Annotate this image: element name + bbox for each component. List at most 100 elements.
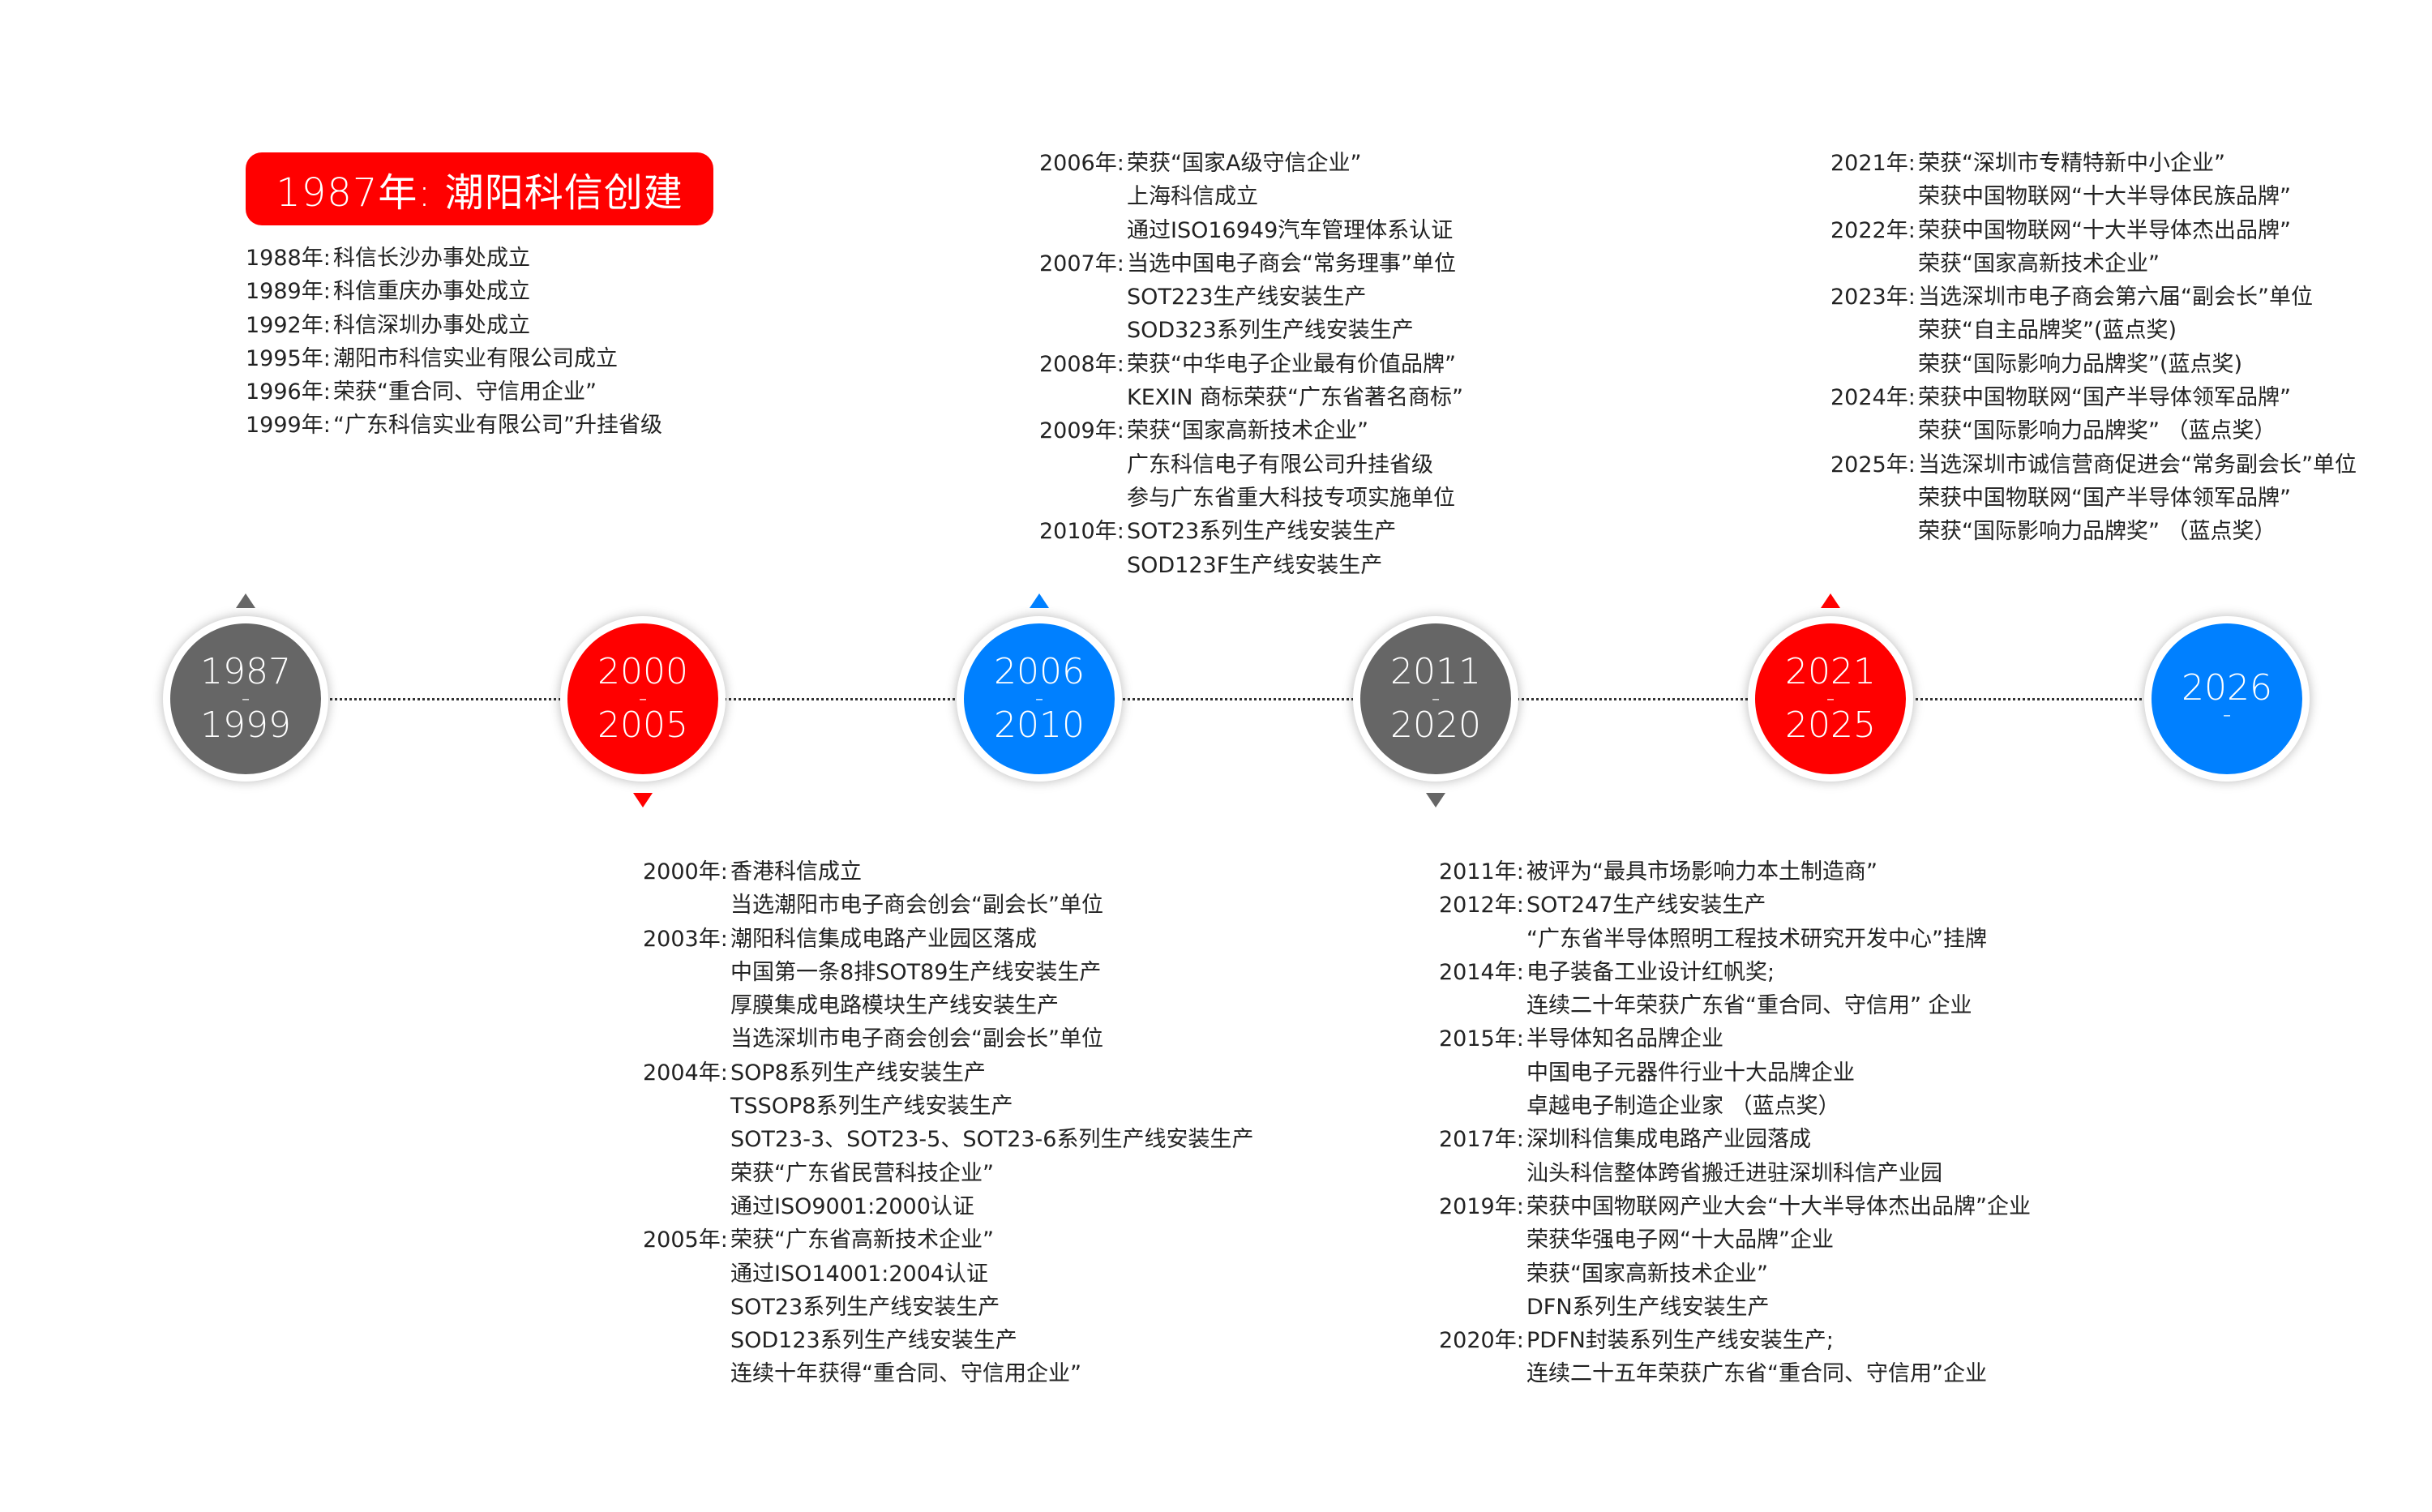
milestone-entry: 1995年: 潮阳市科信实业有限公司成立 bbox=[246, 342, 662, 375]
milestone-item: SOT223生产线安装生产 bbox=[1127, 285, 1367, 311]
milestone-item: 荣获中国物联网“国产半导体领军品牌” bbox=[1918, 485, 2291, 511]
milestone-item: 通过ISO16949汽车管理体系认证 bbox=[1127, 217, 1454, 243]
timeline-node-2006: 2006-2010 bbox=[957, 616, 1122, 782]
milestone-year: 2017年: bbox=[1439, 1127, 1524, 1153]
milestone-item: 汕头科信整体跨省搬迁进驻深圳科信产业园 bbox=[1526, 1160, 1942, 1186]
node-end-year: 1999 bbox=[200, 705, 291, 746]
milestone-year: 2004年: bbox=[643, 1060, 728, 1086]
milestone-item: SOP8系列生产线安装生产 bbox=[730, 1060, 986, 1086]
milestone-item: 当选深圳市电子商会创会“副会长”单位 bbox=[730, 1026, 1103, 1052]
milestone-item: 荣获“国际影响力品牌奖”(蓝点奖) bbox=[1918, 351, 2243, 377]
milestone-item: SOT247生产线安装生产 bbox=[1526, 893, 1766, 919]
milestone-item: 荣获“深圳市专精特新中小企业” bbox=[1918, 151, 2225, 176]
node-end-year: 2025 bbox=[1785, 705, 1876, 746]
milestone-year: 2003年: bbox=[643, 926, 728, 952]
milestone-item: SOD123F生产线安装生产 bbox=[1127, 552, 1383, 578]
milestone-item: 半导体知名品牌企业 bbox=[1526, 1026, 1723, 1052]
milestone-entry: 1996年: 荣获“重合同、守信用企业” bbox=[246, 375, 662, 409]
node-end-year: 2005 bbox=[597, 705, 688, 746]
milestone-item: SOD123系列生产线安装生产 bbox=[730, 1328, 1017, 1354]
milestone-year: 2011年: bbox=[1439, 859, 1524, 884]
milestone-year: 2009年: bbox=[1039, 418, 1124, 444]
milestone-item: 潮阳科信集成电路产业园区落成 bbox=[730, 926, 1037, 952]
node-separator: - bbox=[2222, 700, 2232, 729]
milestone-item: 荣获“国家高新技术企业” bbox=[1127, 418, 1368, 444]
milestone-entry: 2020年: PDFN封装系列生产线安装生产; 连续二十五年荣获广东省“重合同、守… bbox=[1439, 1324, 2031, 1391]
milestone-item: 荣获“国家高新技术企业” bbox=[1526, 1261, 1768, 1287]
triangle-down-icon bbox=[633, 793, 653, 807]
node-circle: 2021-2025 bbox=[1755, 623, 1906, 774]
milestone-entry: 2019年: 荣获中国物联网产业大会“十大半导体杰出品牌”企业荣获华强电子网“十… bbox=[1439, 1190, 2031, 1324]
milestone-entry: 2014年: 电子装备工业设计红帆奖;连续二十年荣获广东省“重合同、守信用” 企… bbox=[1439, 956, 2031, 1023]
milestone-entry: 2006年: 荣获“国家A级守信企业”上海科信成立通过ISO16949汽车管理体… bbox=[1039, 147, 1463, 247]
milestone-item: 连续二十年荣获广东省“重合同、守信用” 企业 bbox=[1526, 993, 1972, 1019]
milestone-year: 2006年: bbox=[1039, 151, 1124, 176]
milestone-item: 被评为“最具市场影响力本土制造商” bbox=[1526, 859, 1878, 884]
node-end-year: 2020 bbox=[1390, 705, 1481, 746]
milestone-item: 连续二十五年荣获广东省“重合同、守信用”企业 bbox=[1526, 1361, 1987, 1387]
node-start-year: 2006 bbox=[994, 651, 1085, 692]
milestone-year: 2010年: bbox=[1039, 519, 1124, 545]
milestone-entry: 1992年: 科信深圳办事处成立 bbox=[246, 309, 662, 342]
milestones-2011-2020: 2011年: 被评为“最具市场影响力本土制造商”2012年: SOT247生产线… bbox=[1439, 855, 2031, 1391]
milestone-item: 荣获“国家A级守信企业” bbox=[1127, 151, 1362, 176]
milestone-item: SOT23系列生产线安装生产 bbox=[730, 1294, 1000, 1320]
milestone-item: 荣获“广东省高新技术企业” bbox=[730, 1227, 994, 1253]
milestone-year: 2014年: bbox=[1439, 959, 1524, 985]
milestone-entry: 2003年: 潮阳科信集成电路产业园区落成中国第一条8排SOT89生产线安装生产… bbox=[643, 923, 1253, 1056]
milestone-item: 荣获“国际影响力品牌奖” （蓝点奖） bbox=[1918, 519, 2276, 545]
milestone-entry: 1999年: “广东科信实业有限公司”升挂省级 bbox=[246, 409, 662, 442]
node-end-year: 2010 bbox=[994, 705, 1085, 746]
node-separator: - bbox=[241, 684, 250, 713]
milestone-item: 荣获“自主品牌奖”(蓝点奖) bbox=[1918, 318, 2177, 344]
timeline-node-2011: 2011-2020 bbox=[1353, 616, 1518, 782]
node-start-year: 2011 bbox=[1390, 651, 1481, 692]
node-circle: 2006-2010 bbox=[964, 623, 1115, 774]
node-circle: 2026- bbox=[2152, 623, 2302, 774]
milestone-item: 通过ISO9001:2000认证 bbox=[730, 1193, 974, 1219]
milestone-year: 2007年: bbox=[1039, 251, 1124, 276]
milestone-year: 2020年: bbox=[1439, 1328, 1524, 1354]
node-separator: - bbox=[1826, 684, 1835, 713]
milestone-item: 荣获华强电子网“十大品牌”企业 bbox=[1526, 1227, 1834, 1253]
node-separator: - bbox=[1431, 684, 1441, 713]
milestone-item: 科信深圳办事处成立 bbox=[333, 312, 530, 338]
milestone-item: 荣获“重合同、守信用企业” bbox=[333, 379, 597, 405]
milestone-item: 中国第一条8排SOT89生产线安装生产 bbox=[730, 959, 1102, 985]
milestone-item: 荣获中国物联网“十大半导体杰出品牌” bbox=[1918, 217, 2291, 243]
milestone-item: 连续十年获得“重合同、守信用企业” bbox=[730, 1361, 1081, 1387]
milestone-year: 1989年: bbox=[246, 279, 331, 305]
milestone-year: 2005年: bbox=[643, 1227, 728, 1253]
founding-title-banner: 1987年: 潮阳科信创建 bbox=[246, 152, 713, 225]
milestone-entry: 2015年: 半导体知名品牌企业中国电子元器件行业十大品牌企业卓越电子制造企业家… bbox=[1439, 1022, 2031, 1123]
milestone-item: 荣获中国物联网“国产半导体领军品牌” bbox=[1918, 385, 2291, 411]
milestone-year: 1999年: bbox=[246, 413, 331, 439]
milestone-entry: 2022年: 荣获中国物联网“十大半导体杰出品牌”荣获“国家高新技术企业” bbox=[1830, 214, 2357, 281]
milestone-item: 广东科信电子有限公司升挂省级 bbox=[1127, 452, 1433, 478]
milestone-item: TSSOP8系列生产线安装生产 bbox=[730, 1094, 1013, 1120]
timeline-node-1987: 1987-1999 bbox=[163, 616, 328, 782]
milestone-year: 2015年: bbox=[1439, 1026, 1524, 1052]
milestones-2006-2010: 2006年: 荣获“国家A级守信企业”上海科信成立通过ISO16949汽车管理体… bbox=[1039, 147, 1463, 582]
node-start-year: 1987 bbox=[200, 651, 291, 692]
milestone-year: 1995年: bbox=[246, 345, 331, 371]
milestone-entry: 2024年: 荣获中国物联网“国产半导体领军品牌”荣获“国际影响力品牌奖” （蓝… bbox=[1830, 381, 2357, 448]
milestone-item: 深圳科信集成电路产业园落成 bbox=[1526, 1127, 1811, 1153]
milestone-item: DFN系列生产线安装生产 bbox=[1526, 1294, 1770, 1320]
milestone-item: 中国电子元器件行业十大品牌企业 bbox=[1526, 1060, 1855, 1086]
milestone-item: 荣获“国家高新技术企业” bbox=[1918, 251, 2160, 276]
node-separator: - bbox=[638, 684, 648, 713]
node-circle: 2011-2020 bbox=[1360, 623, 1511, 774]
milestone-item: 当选中国电子商会“常务理事”单位 bbox=[1127, 251, 1456, 276]
milestone-item: 荣获“中华电子企业最有价值品牌” bbox=[1127, 351, 1456, 377]
milestone-entry: 2000年: 香港科信成立当选潮阳市电子商会创会“副会长”单位 bbox=[643, 855, 1253, 923]
node-start-year: 2026 bbox=[2182, 667, 2272, 709]
milestone-item: PDFN封装系列生产线安装生产; bbox=[1526, 1328, 1834, 1354]
milestone-entry: 2011年: 被评为“最具市场影响力本土制造商” bbox=[1439, 855, 2031, 889]
triangle-up-icon bbox=[236, 593, 255, 608]
milestone-item: “广东省半导体照明工程技术研究开发中心”挂牌 bbox=[1526, 926, 1987, 952]
